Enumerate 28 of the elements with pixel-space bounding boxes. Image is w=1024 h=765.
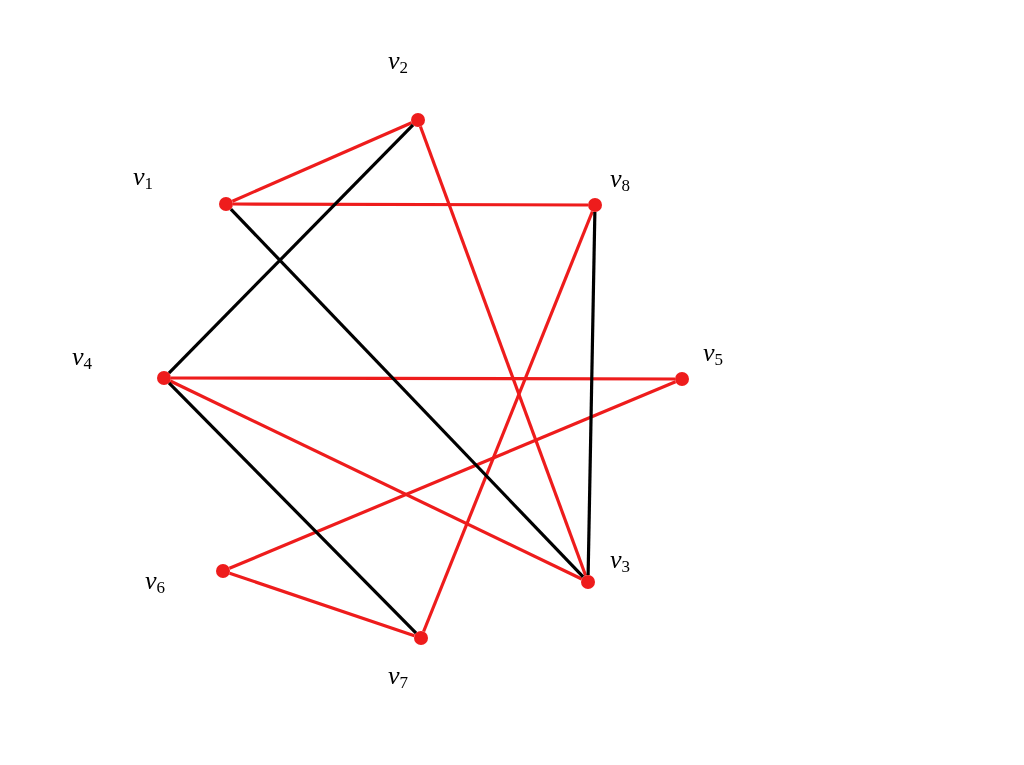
vertex-dot xyxy=(675,372,689,386)
edge-line xyxy=(228,380,677,570)
vertex-dot xyxy=(157,371,171,385)
vertex-label: v$_{4}$ xyxy=(72,342,93,375)
vertex-label: v$_{5}$ xyxy=(703,338,724,371)
vertex-dot xyxy=(216,564,230,578)
edge-line xyxy=(422,210,594,633)
edge-line xyxy=(229,571,415,638)
edge-line xyxy=(233,202,588,207)
edge-line xyxy=(418,126,588,576)
edge-line xyxy=(171,376,675,381)
vertex-label: v$_{8}$ xyxy=(610,164,631,197)
vertex-label: v$_{7}$ xyxy=(388,661,409,694)
vertex-dot xyxy=(411,113,425,127)
edge-line xyxy=(167,381,418,635)
vertex-dot xyxy=(219,197,233,211)
edge-line xyxy=(169,379,583,581)
edge-line xyxy=(229,207,585,579)
edge-line xyxy=(167,123,415,375)
vertex-label: v$_{3}$ xyxy=(610,545,631,578)
vertex-label: v$_{6}$ xyxy=(145,566,166,599)
edge-line xyxy=(231,121,413,203)
vertex-label: v$_{1}$ xyxy=(133,162,154,195)
vertex-dot xyxy=(588,198,602,212)
vertex-dot xyxy=(414,631,428,645)
edge-line xyxy=(586,211,597,576)
vertex-dot xyxy=(581,575,595,589)
vertex-label: v$_{2}$ xyxy=(388,46,409,79)
